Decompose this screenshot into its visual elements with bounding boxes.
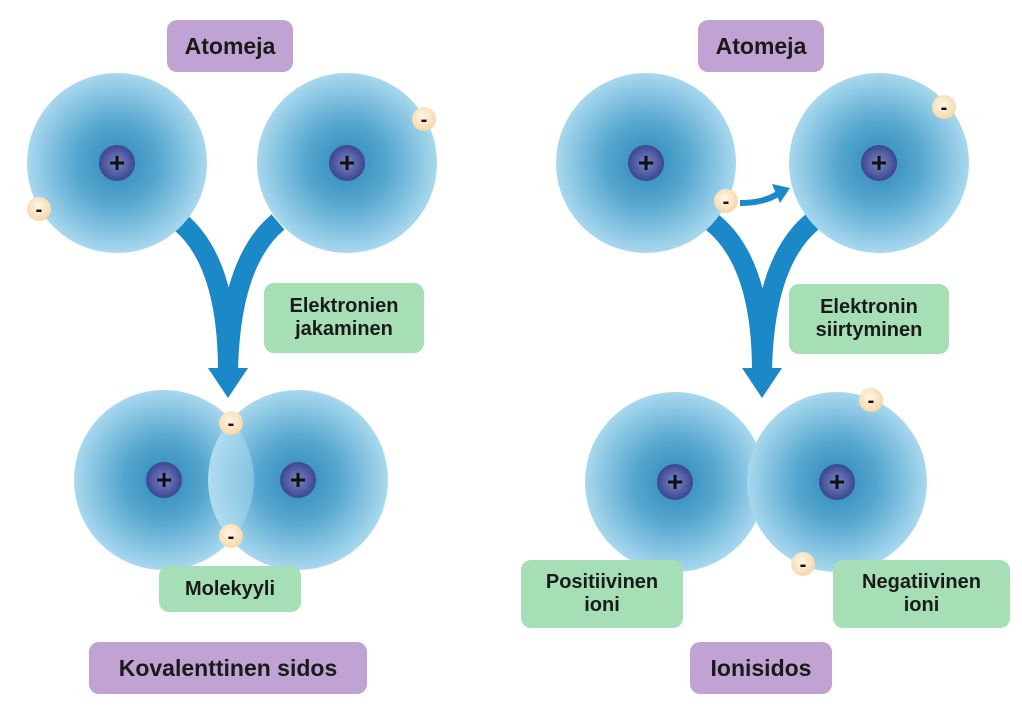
electron-icon: - xyxy=(412,107,436,131)
electron-icon: - xyxy=(219,411,243,435)
covalent-process-label-line2: jakaminen xyxy=(295,318,393,341)
covalent-process-label: Elektronien jakaminen xyxy=(264,283,424,353)
electron-icon: - xyxy=(932,95,956,119)
electron-icon: - xyxy=(27,197,51,221)
electron-icon: - xyxy=(859,388,883,412)
ionic-atoms-label-text: Atomeja xyxy=(716,33,807,59)
ionic-process-label-line2: siirtyminen xyxy=(816,319,923,342)
ionic-bond-label-text: Ionisidos xyxy=(711,655,812,681)
svg-text:-: - xyxy=(868,390,875,412)
nucleus-icon: + xyxy=(861,145,897,181)
negative-ion-label-line1: Negatiivinen xyxy=(862,571,981,594)
svg-text:+: + xyxy=(339,147,355,178)
svg-text:+: + xyxy=(638,147,654,178)
nucleus-icon: + xyxy=(819,464,855,500)
negative-ion-label: Negatiivinen ioni xyxy=(833,560,1010,628)
ionic-process-label: Elektronin siirtyminen xyxy=(789,284,949,354)
covalent-bond-label: Kovalenttinen sidos xyxy=(89,642,367,694)
nucleus-icon: + xyxy=(628,145,664,181)
covalent-atoms-label-text: Atomeja xyxy=(185,33,276,59)
svg-text:+: + xyxy=(156,464,172,495)
covalent-arrowhead xyxy=(208,368,248,398)
nucleus-icon: + xyxy=(99,145,135,181)
nucleus-icon: + xyxy=(146,462,182,498)
positive-ion-label-line1: Positiivinen xyxy=(546,571,658,594)
covalent-atoms-label: Atomeja xyxy=(167,20,293,72)
nucleus-icon: + xyxy=(329,145,365,181)
svg-text:-: - xyxy=(723,191,730,213)
svg-text:+: + xyxy=(290,464,306,495)
svg-text:-: - xyxy=(421,109,428,131)
ionic-atoms-label: Atomeja xyxy=(698,20,824,72)
svg-text:+: + xyxy=(871,147,887,178)
ionic-process-label-line1: Elektronin xyxy=(820,296,918,319)
covalent-bond-label-text: Kovalenttinen sidos xyxy=(119,655,338,681)
covalent-process-label-line1: Elektronien xyxy=(290,295,399,318)
nucleus-icon: + xyxy=(657,464,693,500)
svg-text:-: - xyxy=(800,554,807,576)
svg-text:-: - xyxy=(228,413,235,435)
svg-text:-: - xyxy=(941,97,948,119)
svg-text:-: - xyxy=(36,199,43,221)
ionic-arrowhead xyxy=(742,368,782,398)
positive-ion-label: Positiivinen ioni xyxy=(521,560,683,628)
molecule-label-text: Molekyyli xyxy=(185,578,275,601)
nucleus-icon: + xyxy=(280,462,316,498)
electron-icon: - xyxy=(714,189,738,213)
svg-text:-: - xyxy=(228,526,235,548)
positive-ion-label-line2: ioni xyxy=(584,594,620,617)
svg-text:+: + xyxy=(109,147,125,178)
svg-text:+: + xyxy=(829,466,845,497)
electron-transfer-arrow xyxy=(740,193,779,203)
electron-icon: - xyxy=(219,524,243,548)
electron-icon: - xyxy=(791,552,815,576)
ionic-bond-label: Ionisidos xyxy=(690,642,832,694)
molecule-label: Molekyyli xyxy=(159,566,301,612)
svg-text:+: + xyxy=(667,466,683,497)
negative-ion-label-line2: ioni xyxy=(904,594,940,617)
